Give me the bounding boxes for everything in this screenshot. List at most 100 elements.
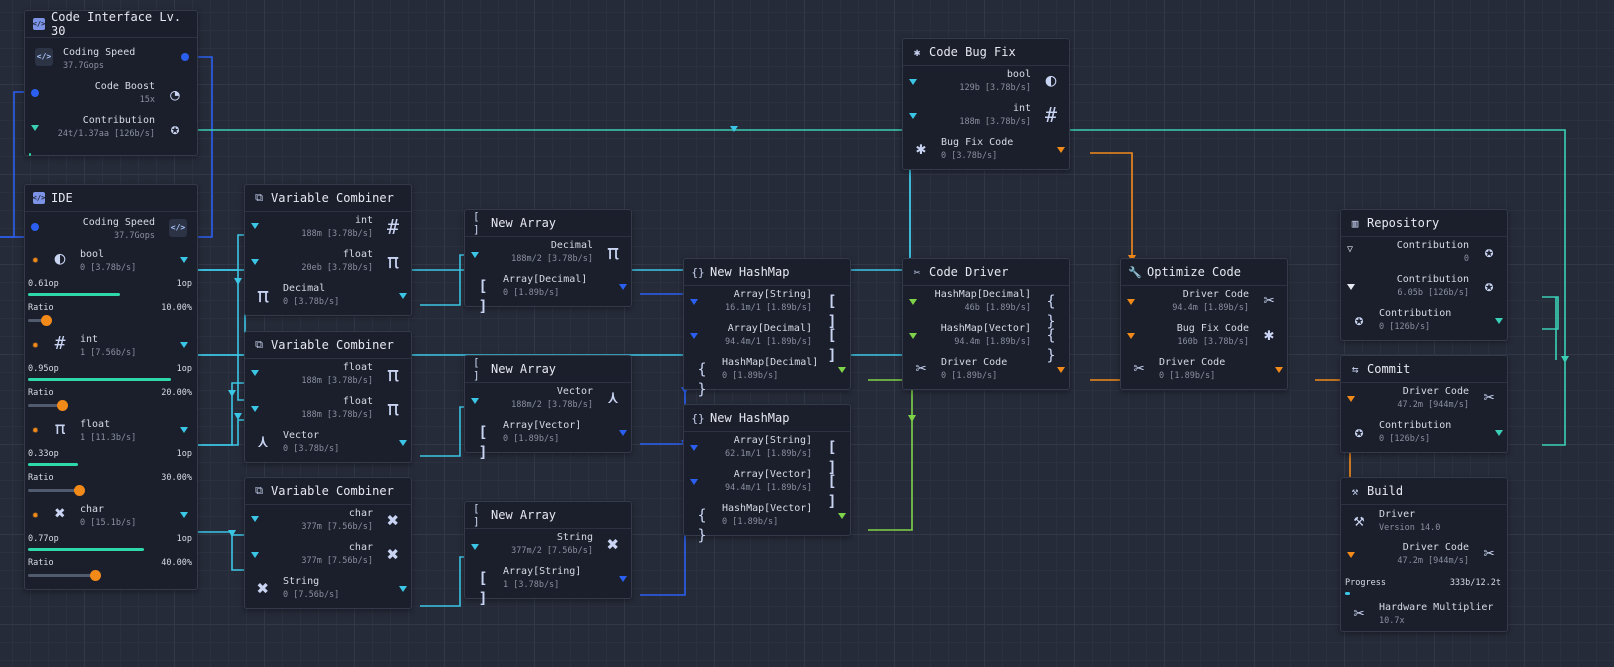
input-pin[interactable] — [690, 333, 698, 339]
gear-icon[interactable]: ✹ — [32, 423, 39, 436]
node-header[interactable]: 🔧Optimize Code — [1121, 259, 1287, 286]
gear-icon[interactable]: ✹ — [32, 253, 39, 266]
new-array-node[interactable]: [ ]New Array Vector 188m/2 [3.78b/s] ⋏ [… — [464, 355, 632, 461]
node-header[interactable]: [ ]New Array — [465, 356, 631, 383]
output-pin[interactable] — [180, 342, 188, 348]
node-header[interactable]: ⧉Variable Combiner — [245, 185, 411, 212]
code-interface-node[interactable]: </>Code Interface Lv. 30 </> Coding Spee… — [24, 10, 198, 156]
code-bug-fix-node[interactable]: ✱Code Bug Fix bool 129b [3.78b/s] ◐ int … — [902, 38, 1070, 170]
output-pin[interactable] — [180, 512, 188, 518]
input-pin[interactable] — [251, 406, 259, 412]
input-pin[interactable] — [909, 299, 917, 305]
ratio-slider-knob[interactable] — [57, 400, 68, 411]
input-pin[interactable] — [1127, 299, 1135, 305]
output-pin[interactable] — [180, 427, 188, 433]
output-pin[interactable] — [181, 53, 189, 61]
output-pin[interactable] — [1057, 367, 1065, 373]
output-pin[interactable] — [1495, 430, 1503, 436]
output-label: Contribution — [1379, 308, 1452, 319]
node-header[interactable]: ▥Repository — [1341, 210, 1507, 237]
node-header[interactable]: </>IDE — [25, 185, 197, 212]
commit-node[interactable]: ⇆Commit Driver Code 47.2m [944m/s] ✂ ✪ C… — [1340, 355, 1508, 453]
output-pin[interactable] — [399, 586, 407, 592]
ratio-slider-knob[interactable] — [74, 485, 85, 496]
node-header[interactable]: ✂Code Driver — [903, 259, 1069, 286]
new-array-node[interactable]: [ ]New Array String 377m/2 [7.56b/s] ✖ [… — [464, 501, 632, 607]
input-pin[interactable] — [909, 333, 917, 339]
input-pin[interactable] — [471, 544, 479, 550]
node-header[interactable]: [ ]New Array — [465, 502, 631, 529]
input-pin[interactable] — [251, 516, 259, 522]
input-pin[interactable] — [31, 125, 39, 131]
input-label: Contribution — [1396, 240, 1469, 251]
optimize-code-node[interactable]: 🔧Optimize Code Driver Code 94.4m [1.89b/… — [1120, 258, 1288, 390]
hollow-pin[interactable]: ▽ — [1347, 244, 1354, 255]
node-header[interactable]: ⧉Variable Combiner — [245, 478, 411, 505]
input-pin[interactable] — [251, 223, 259, 229]
output-pin[interactable] — [1275, 367, 1283, 373]
output-pin[interactable] — [1057, 147, 1065, 153]
input-pin[interactable] — [690, 299, 698, 305]
new-hashmap-node[interactable]: {}New HashMap Array[String] 16.1m/1 [1.8… — [683, 258, 851, 398]
input-value: 188m [3.78b/s] — [301, 229, 373, 239]
input-pin[interactable] — [1347, 552, 1355, 558]
ratio-slider[interactable] — [28, 404, 61, 407]
node-title: New HashMap — [710, 265, 790, 279]
node-header[interactable]: ⇆Commit — [1341, 356, 1507, 383]
input-pin[interactable] — [690, 479, 698, 485]
node-header[interactable]: ✱Code Bug Fix — [903, 39, 1069, 66]
ratio-slider[interactable] — [28, 319, 45, 322]
input-pin[interactable] — [471, 398, 479, 404]
ide-row-rate: 1 [11.3b/s] — [80, 433, 137, 443]
node-header[interactable]: </>Code Interface Lv. 30 — [25, 10, 197, 38]
ide-row-rate: 0 [3.78b/s] — [80, 263, 137, 273]
gear-icon[interactable]: ✹ — [32, 338, 39, 351]
new-array-node[interactable]: [ ]New Array Decimal 188m/2 [3.78b/s] π … — [464, 209, 632, 315]
node-header[interactable]: {}New HashMap — [684, 405, 850, 432]
build-node[interactable]: ⚒Build ⚒ Driver Version 14.0 Driver Code… — [1340, 477, 1508, 632]
brackets-icon: [ ] — [473, 502, 480, 528]
output-pin[interactable] — [399, 440, 407, 446]
node-header[interactable]: {}New HashMap — [684, 259, 850, 286]
ide-node[interactable]: </>IDE Coding Speed 37.7Gops </> — [24, 184, 198, 590]
input-pin[interactable] — [1127, 333, 1135, 339]
node-header[interactable]: ⚒Build — [1341, 478, 1507, 505]
output-pin[interactable] — [619, 430, 627, 436]
input-pin[interactable] — [251, 370, 259, 376]
half-circle-icon: ◐ — [1045, 70, 1057, 91]
input-pin[interactable] — [1347, 396, 1355, 402]
coding-speed-label: Coding Speed — [82, 217, 155, 228]
output-pin[interactable] — [1495, 318, 1503, 324]
input-value: 47.2m [944m/s] — [1397, 400, 1469, 410]
ratio-slider-knob[interactable] — [41, 315, 52, 326]
output-pin[interactable] — [180, 257, 188, 263]
gear-icon[interactable]: ✹ — [32, 508, 39, 521]
input-pin[interactable] — [471, 252, 479, 258]
new-hashmap-node[interactable]: {}New HashMap Array[String] 62.1m/1 [1.8… — [683, 404, 851, 544]
output-pin[interactable] — [619, 284, 627, 290]
ratio-slider[interactable] — [28, 489, 78, 492]
input-pin[interactable] — [909, 79, 917, 85]
ratio-slider[interactable] — [28, 574, 94, 577]
output-pin[interactable] — [619, 576, 627, 582]
output-pin[interactable] — [838, 367, 846, 373]
code-driver-node[interactable]: ✂Code Driver HashMap[Decimal] 46b [1.89b… — [902, 258, 1070, 390]
variable-combiner-node[interactable]: ⧉Variable Combiner float 188m [3.78b/s] … — [244, 331, 412, 463]
input-pin[interactable] — [251, 552, 259, 558]
tools-icon: ✂ — [1483, 543, 1495, 564]
input-pin[interactable] — [31, 223, 39, 231]
output-pin[interactable] — [399, 293, 407, 299]
node-header[interactable]: [ ]New Array — [465, 210, 631, 237]
output-pin[interactable] — [838, 513, 846, 519]
combine-icon: ⧉ — [255, 484, 263, 497]
input-pin[interactable] — [690, 445, 698, 451]
node-header[interactable]: ⧉Variable Combiner — [245, 332, 411, 359]
variable-combiner-node[interactable]: ⧉Variable Combiner char 377m [7.56b/s] ✖… — [244, 477, 412, 609]
input-pin[interactable] — [251, 259, 259, 265]
ratio-slider-knob[interactable] — [90, 570, 101, 581]
input-pin[interactable] — [909, 113, 917, 119]
variable-combiner-node[interactable]: ⧉Variable Combiner int 188m [3.78b/s] # … — [244, 184, 412, 316]
input-pin[interactable] — [31, 89, 39, 97]
input-pin[interactable] — [1347, 284, 1355, 290]
repository-node[interactable]: ▥Repository ▽ Contribution 0 ✪ Contribut… — [1340, 209, 1508, 341]
